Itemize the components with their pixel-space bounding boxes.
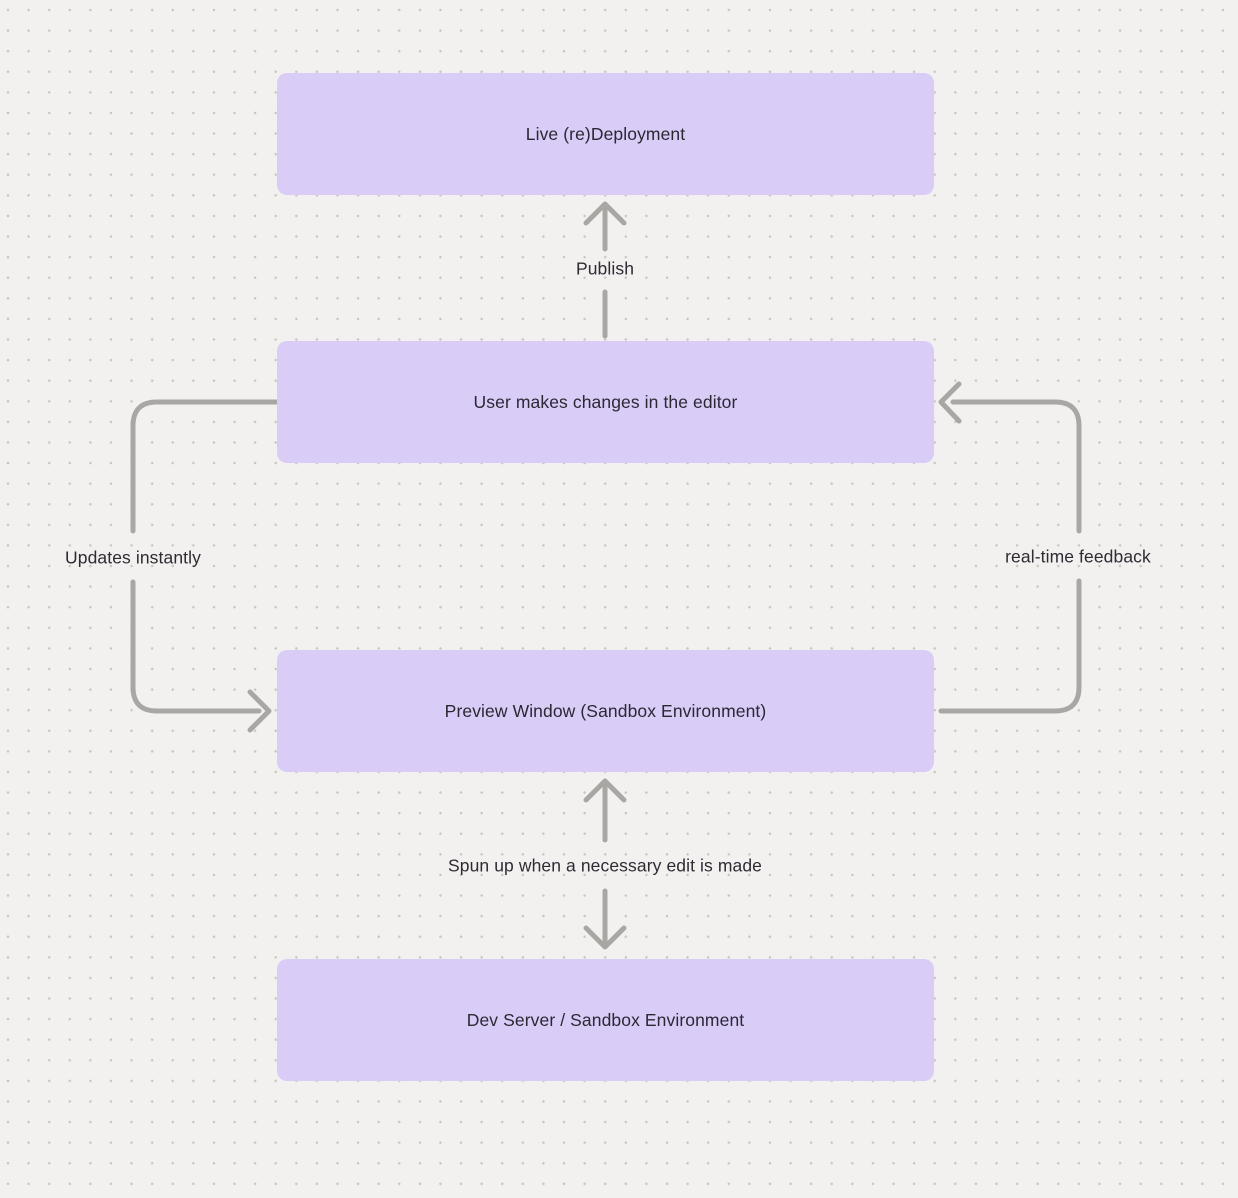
node-preview-window: Preview Window (Sandbox Environment) — [277, 650, 934, 772]
edge-label-real-time-feedback: real-time feedback — [1005, 546, 1151, 567]
node-dev-server: Dev Server / Sandbox Environment — [277, 959, 934, 1081]
arrow-spunup-head-down — [583, 925, 627, 950]
arrow-feedback-segment-bottom — [938, 578, 1082, 714]
node-editor: User makes changes in the editor — [277, 341, 934, 463]
node-live-deployment: Live (re)Deployment — [277, 73, 934, 195]
node-live-deployment-label: Live (re)Deployment — [525, 123, 686, 144]
arrow-spunup-head-up — [583, 778, 627, 803]
arrow-updates-segment-bottom — [130, 579, 262, 714]
node-editor-label: User makes changes in the editor — [473, 391, 738, 412]
edge-label-updates-instantly: Updates instantly — [65, 547, 201, 568]
arrow-updates-head — [247, 689, 272, 733]
node-dev-server-label: Dev Server / Sandbox Environment — [466, 1009, 745, 1030]
edge-label-spun-up: Spun up when a necessary edit is made — [447, 855, 763, 876]
arrow-feedback-head — [938, 381, 962, 424]
arrow-feedback-segment-top — [950, 399, 1082, 534]
edge-label-publish: Publish — [575, 258, 635, 279]
node-preview-window-label: Preview Window (Sandbox Environment) — [444, 700, 767, 721]
arrow-updates-segment-top — [130, 399, 280, 534]
arrow-publish-head — [583, 201, 627, 226]
